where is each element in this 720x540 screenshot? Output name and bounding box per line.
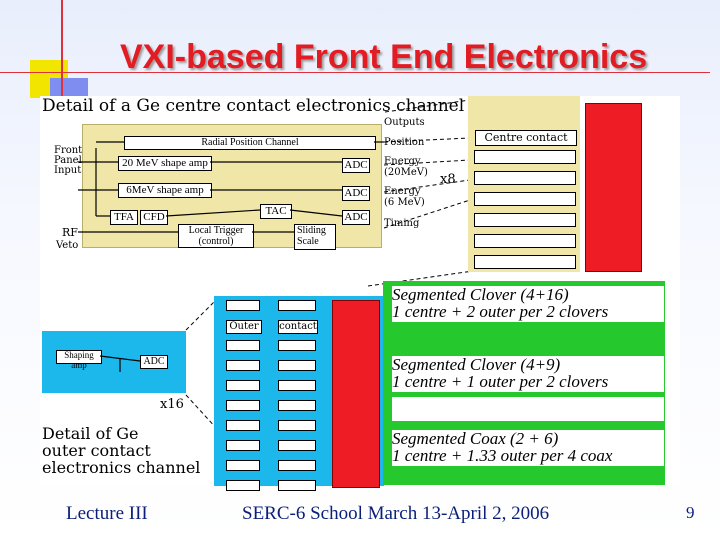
position-label: Position (384, 137, 425, 148)
adc-box-1: ADC (342, 158, 370, 173)
segment-blank-bar (392, 397, 664, 421)
adc-box-outer: ADC (140, 355, 168, 369)
radial-position-channel-box: Radial Position Channel (124, 136, 376, 150)
segment-coax-2-6: Segmented Coax (2 + 6) 1 centre + 1.33 o… (392, 430, 664, 466)
page-number: 9 (686, 503, 695, 522)
slide-title: VXI-based Front End Electronics (120, 38, 648, 76)
segment-clover-4-9: Segmented Clover (4+9) 1 centre + 1 oute… (392, 356, 664, 392)
energy-6mev-label: Energy (6 MeV) (384, 186, 425, 208)
centre-contact-label: Centre contact (475, 130, 577, 146)
x16-label: x16 (160, 397, 184, 412)
front-panel-input-label: Front Panel Input (54, 145, 83, 176)
centre-channel-heading: Detail of a Ge centre contact electronic… (42, 96, 465, 116)
outputs-label: Outputs (384, 117, 425, 128)
cfd-box: CFD (140, 210, 168, 225)
shaping-amp-box: Shaping amp (56, 350, 102, 370)
tac-box: TAC (260, 204, 292, 219)
centre-contact-slots (474, 150, 576, 269)
veto-label: Veto (56, 240, 79, 251)
energy-20mev-label: Energy (20MeV) (384, 156, 428, 178)
shape-amp-20mev-box: 20 MeV shape amp (118, 156, 212, 171)
decor-horizontal-line (0, 72, 710, 73)
centre-contact-red-panel (585, 103, 642, 272)
tfa-box: TFA (110, 210, 138, 225)
decor-vertical-line (61, 0, 63, 118)
rf-label: RF (62, 226, 78, 239)
outer-slots-right (278, 300, 316, 491)
adc-box-3: ADC (342, 210, 370, 225)
x8-label: x8 (440, 172, 456, 187)
outer-slots-left (226, 300, 260, 491)
footer-lecture: Lecture III (66, 503, 148, 524)
outer-label: Outer (226, 320, 262, 334)
contact-label: contact (278, 320, 318, 334)
footer-school: SERC-6 School March 13-April 2, 2006 (242, 503, 550, 524)
outer-contact-red-panel (332, 300, 380, 488)
shape-amp-6mev-box: 6MeV shape amp (118, 183, 212, 198)
local-trigger-box: Local Trigger (control) (178, 224, 254, 248)
adc-box-2: ADC (342, 186, 370, 201)
timing-label: Timing (384, 218, 420, 229)
sliding-scale-box: Sliding Scale (294, 224, 336, 250)
outer-channel-heading: Detail of Ge outer contact electronics c… (42, 424, 201, 477)
segment-clover-4-16: Segmented Clover (4+16) 1 centre + 2 out… (392, 286, 664, 322)
